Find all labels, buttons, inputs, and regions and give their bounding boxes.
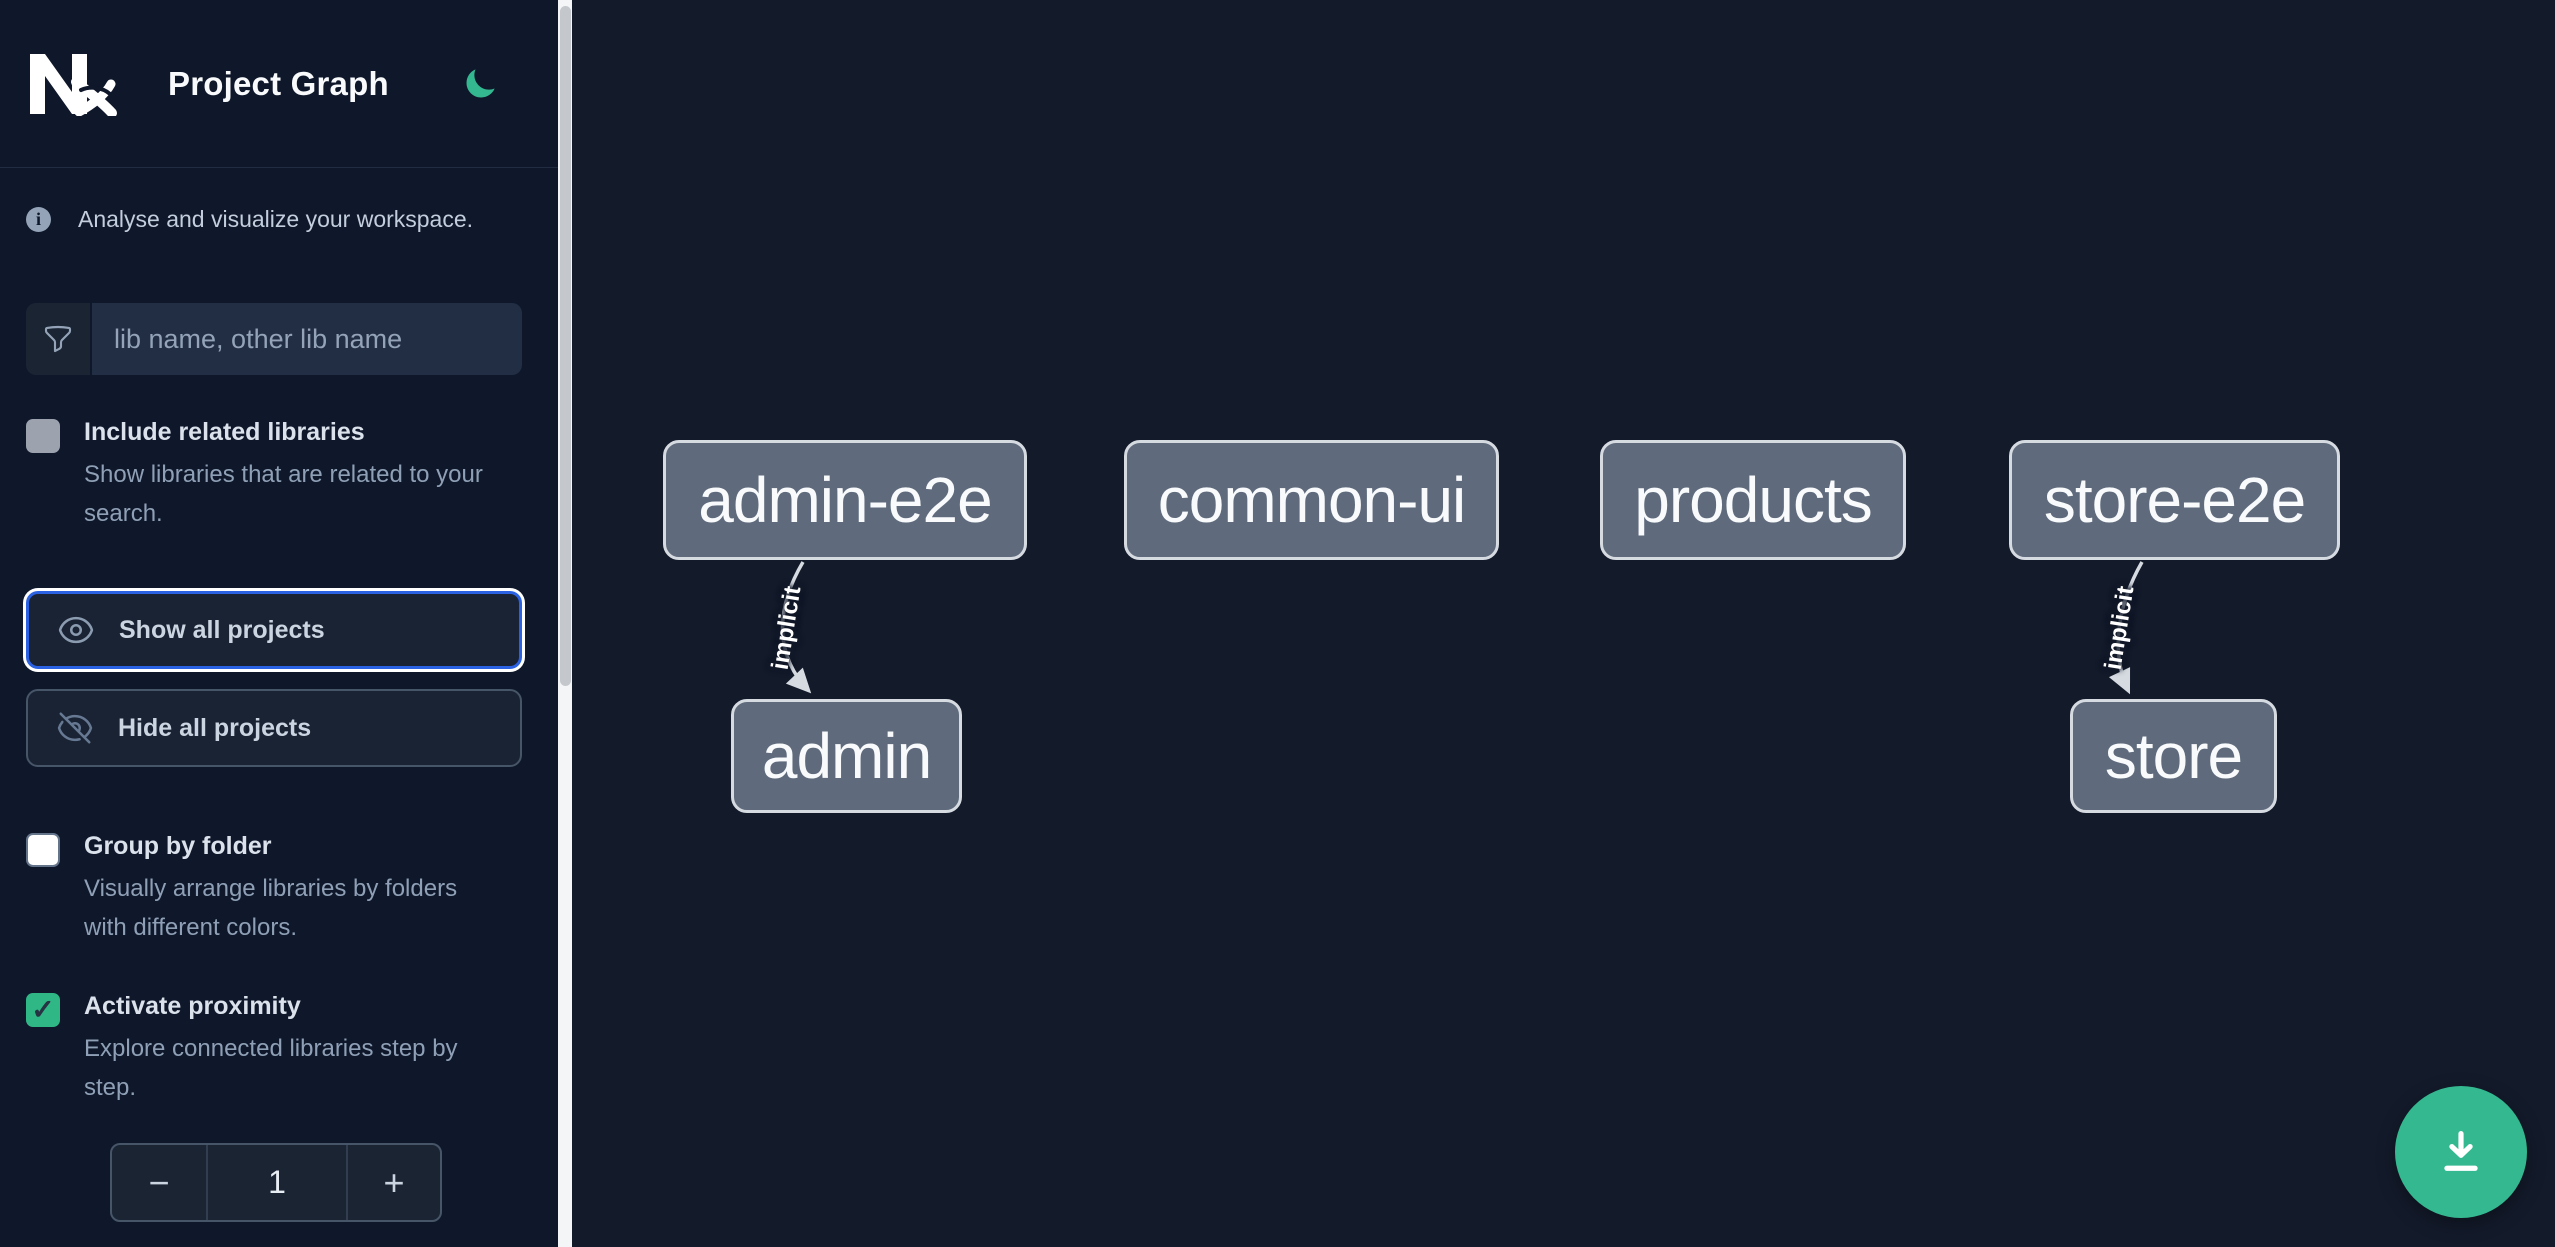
moon-icon	[466, 68, 495, 97]
include-related-label: Include related libraries	[84, 418, 365, 446]
decrement-button[interactable]: −	[112, 1145, 208, 1221]
download-graph-button[interactable]	[2395, 1086, 2527, 1218]
download-icon	[2444, 1130, 2478, 1171]
sidebar: Project Graph i Analyse and visualize yo…	[0, 0, 558, 1247]
sidebar-scrollbar[interactable]	[558, 0, 572, 1247]
filter-control	[26, 303, 522, 375]
activate-proximity-description: Explore connected libraries step by step…	[84, 1035, 458, 1101]
filter-funnel-icon	[44, 325, 72, 353]
group-by-folder-option: Group by folder Visually arrange librari…	[0, 831, 558, 947]
graph-node-common-ui[interactable]: common-ui	[1124, 440, 1499, 560]
graph-node-store[interactable]: store	[2070, 699, 2277, 813]
group-by-folder-checkbox[interactable]	[26, 833, 60, 868]
hide-all-projects-label: Hide all projects	[118, 713, 312, 742]
sidebar-header: Project Graph	[0, 0, 558, 168]
increment-button[interactable]: +	[346, 1145, 440, 1221]
eye-icon	[58, 616, 94, 644]
graph-node-store-e2e[interactable]: store-e2e	[2009, 440, 2340, 560]
include-related-description: Show libraries that are related to your …	[84, 461, 483, 527]
group-by-folder-label: Group by folder	[84, 832, 272, 861]
activate-proximity-checkbox[interactable]: ✓	[26, 993, 60, 1028]
hide-all-projects-button[interactable]: Hide all projects	[26, 689, 522, 768]
include-related-checkbox[interactable]	[26, 419, 60, 453]
show-all-projects-label: Show all projects	[119, 615, 325, 644]
group-by-folder-description: Visually arrange libraries by folders wi…	[84, 875, 458, 941]
filter-input[interactable]	[92, 303, 522, 375]
filter-icon-cell	[26, 303, 92, 375]
graph-node-admin-e2e[interactable]: admin-e2e	[663, 440, 1027, 560]
show-all-projects-button[interactable]: Show all projects	[26, 591, 522, 670]
edge-store-e2e-to-store[interactable]	[2108, 561, 2144, 695]
proximity-depth-value[interactable]: 1	[268, 1164, 286, 1201]
page-title: Project Graph	[168, 64, 389, 102]
include-related-option: Include related libraries Show libraries…	[0, 417, 558, 533]
proximity-depth-stepper: − 1 +	[110, 1143, 442, 1223]
activate-proximity-option: ✓ Activate proximity Explore connected l…	[0, 991, 558, 1107]
nx-logo	[30, 53, 117, 116]
graph-node-admin[interactable]: admin	[731, 699, 962, 813]
info-icon: i	[26, 207, 51, 232]
info-text: Analyse and visualize your workspace.	[78, 206, 474, 232]
sidebar-scrollbar-thumb[interactable]	[559, 6, 571, 686]
workspace-info: i Analyse and visualize your workspace.	[0, 168, 558, 233]
graph-node-products[interactable]: products	[1600, 440, 1906, 560]
activate-proximity-label: Activate proximity	[84, 992, 301, 1021]
edge-admin-e2e-to-admin[interactable]	[780, 561, 812, 694]
checkmark-icon: ✓	[31, 994, 55, 1026]
dark-mode-toggle[interactable]	[458, 62, 502, 106]
eye-slash-icon	[57, 712, 93, 744]
